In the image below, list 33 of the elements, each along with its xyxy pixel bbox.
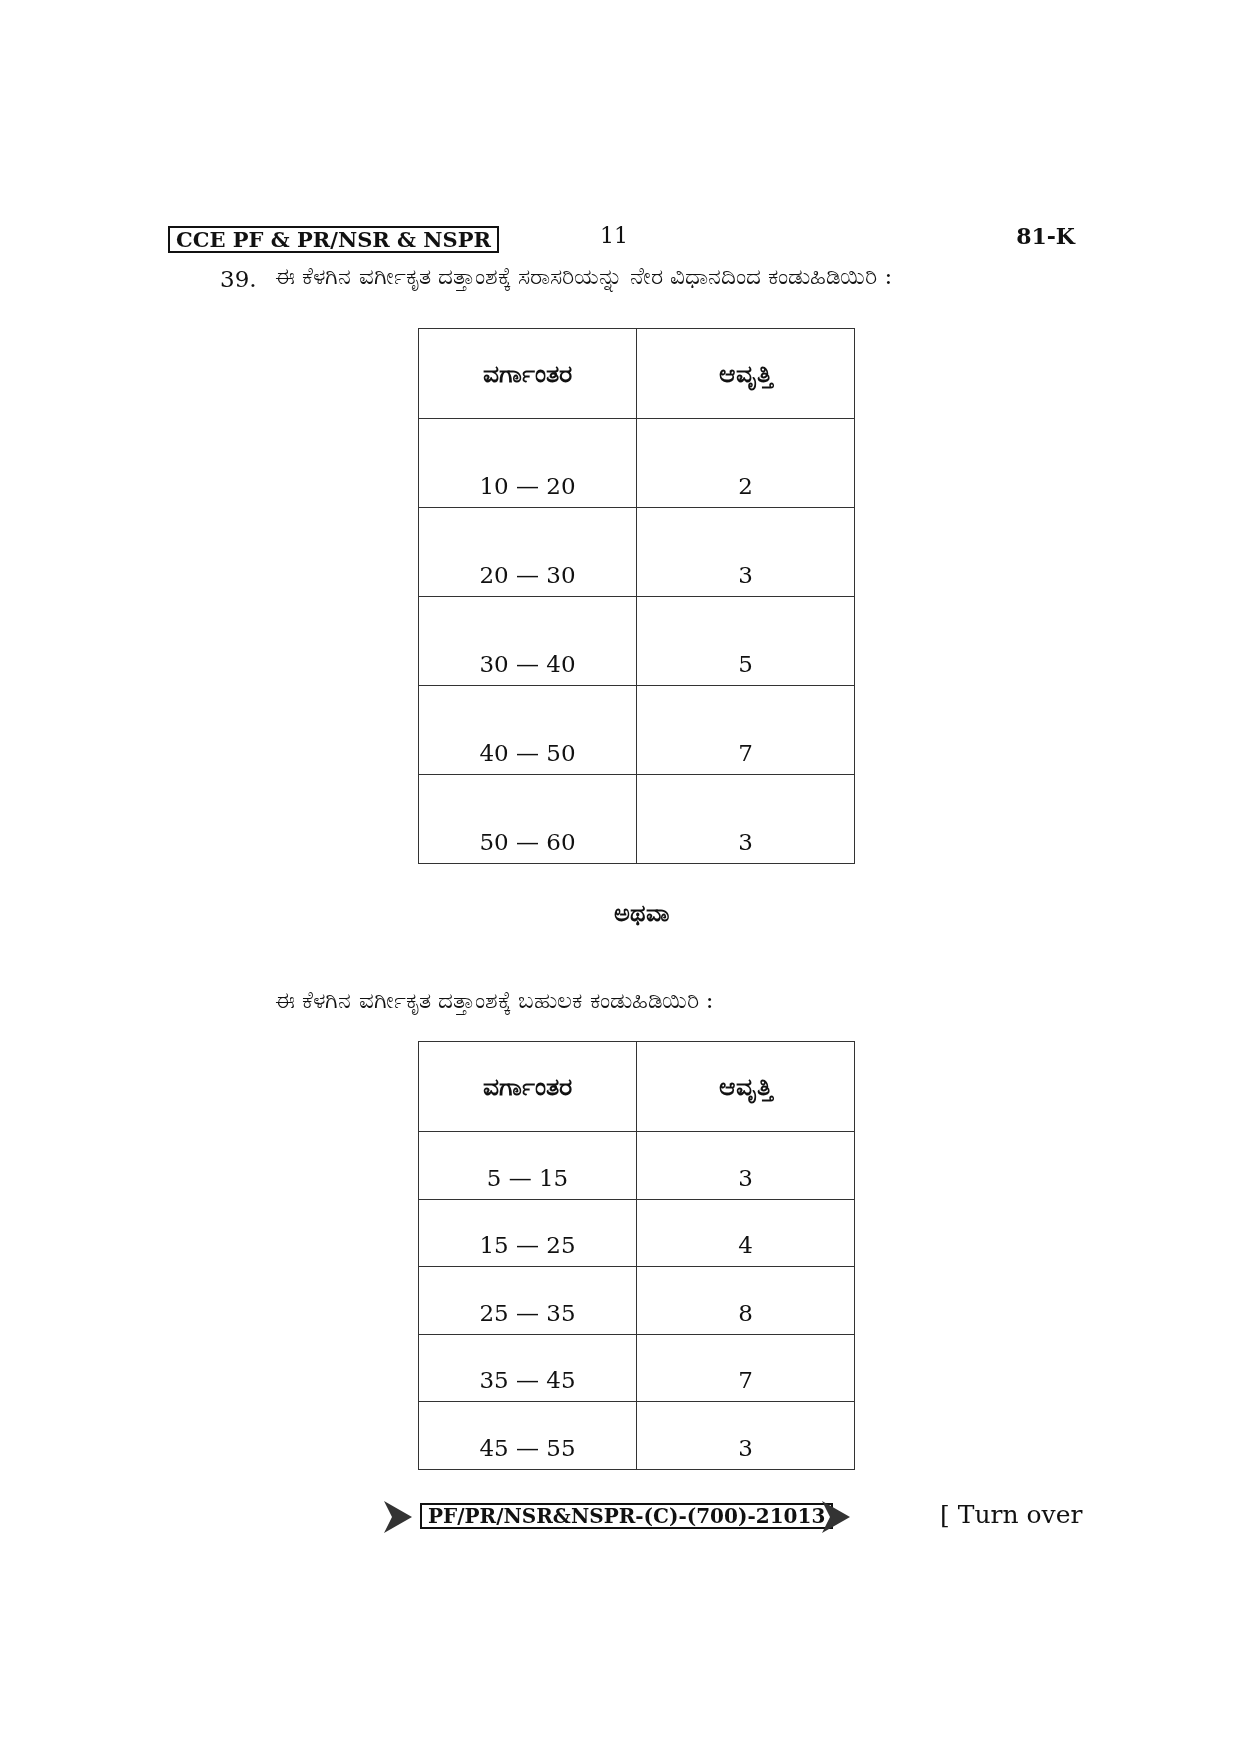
table-cell: 50 — 60 bbox=[418, 774, 637, 864]
table-cell: 25 — 35 bbox=[418, 1266, 637, 1335]
question-text: ಈ ಕೆಳಗಿನ ವರ್ಗೀಕೃತ ದತ್ತಾಂಶಕ್ಕೆ ಬಹುಲಕ ಕಂಡುಹಿಡಿಯಿರಿ : bbox=[275, 988, 714, 1014]
table-cell: 4 bbox=[636, 1199, 855, 1267]
table-cell: 5 bbox=[636, 596, 855, 686]
table-cell: 10 — 20 bbox=[418, 418, 637, 508]
paper-code: 81-K bbox=[1016, 224, 1075, 249]
page-number: 11 bbox=[600, 224, 628, 249]
table-cell: 7 bbox=[636, 685, 855, 775]
header-cell: ವರ್ಗಾಂತರ bbox=[418, 1041, 637, 1132]
header-cell: ಆವೃತ್ತಿ bbox=[636, 328, 855, 419]
or-text: ಅಥವಾ bbox=[614, 900, 669, 927]
header-code: CCE PF & PR/NSR & NSPR bbox=[168, 226, 499, 254]
question-text: ಈ ಕೆಳಗಿನ ವರ್ಗೀಕೃತ ದತ್ತಾಂಶಕ್ಕೆ ಸರಾಸರಿಯನ್ನು ನೇರ ವಿಧಾನದಿಂದ ಕಂಡುಹಿಡಿಯಿರಿ : bbox=[275, 264, 893, 290]
header-cell: ಆವೃತ್ತಿ bbox=[636, 1041, 855, 1132]
table-cell: 40 — 50 bbox=[418, 685, 637, 775]
table-cell: 3 bbox=[636, 507, 855, 597]
table-cell: 5 — 15 bbox=[418, 1131, 637, 1200]
table-cell: 3 bbox=[636, 774, 855, 864]
table-cell: 35 — 45 bbox=[418, 1334, 637, 1402]
turn-over-text: [ Turn over bbox=[940, 1501, 1083, 1529]
table-cell: 30 — 40 bbox=[418, 596, 637, 686]
table-cell: 15 — 25 bbox=[418, 1199, 637, 1267]
table-cell: 3 bbox=[636, 1131, 855, 1200]
table-cell: 20 — 30 bbox=[418, 507, 637, 597]
table-cell: 45 — 55 bbox=[418, 1401, 637, 1470]
table-cell: 8 bbox=[636, 1266, 855, 1335]
table-cell: 2 bbox=[636, 418, 855, 508]
table-cell: 7 bbox=[636, 1334, 855, 1402]
question-number: 39. bbox=[220, 267, 257, 293]
footer-code: PF/PR/NSR&NSPR-(C)-(700)-21013 bbox=[420, 1503, 834, 1529]
header-cell: ವರ್ಗಾಂತರ bbox=[418, 328, 637, 419]
table-cell: 3 bbox=[636, 1401, 855, 1470]
